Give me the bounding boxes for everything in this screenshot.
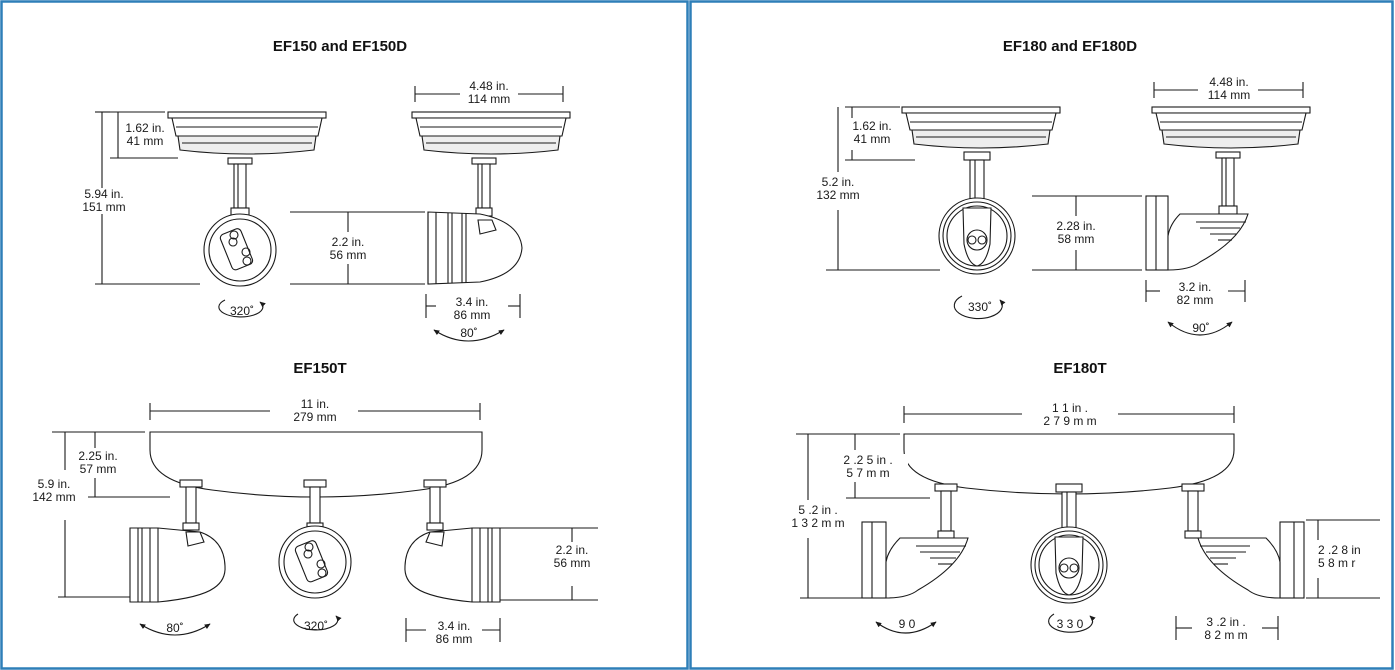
ef180-width-label: 4.48 in.114 mm bbox=[1207, 75, 1251, 102]
ef180t-canopy-dim bbox=[796, 433, 930, 499]
ef150t-rotation-center-label: 320˚ bbox=[303, 619, 329, 633]
ef180t-height-label: 5 .2 in .1 3 2 m m bbox=[780, 504, 856, 530]
ef150t-head-dim bbox=[500, 527, 598, 601]
ef180t-rotation-left-label: 9 0 bbox=[898, 617, 916, 631]
left-bottom-title: EF150T bbox=[293, 360, 347, 377]
ef180t-width-label: 1 1 in .2 7 9 m m bbox=[1043, 401, 1097, 428]
ef180-depth-label: 3.2 in.82 mm bbox=[1176, 280, 1214, 307]
ef150-front-view bbox=[167, 111, 327, 287]
ef150t-height-dim bbox=[58, 432, 130, 598]
ef180t-rotation-330 bbox=[1048, 613, 1096, 633]
ef150-rotation-80 bbox=[433, 329, 505, 342]
ef150t-depth-dim bbox=[405, 618, 501, 642]
ef150t-width-label: 11 in.279 mm bbox=[293, 397, 337, 424]
ef180t-head-dim bbox=[1306, 519, 1380, 599]
ef150-rotation-320 bbox=[218, 299, 266, 318]
ef150-canopy-label: 1.62 in.41 mm bbox=[125, 121, 165, 148]
ef150-height-label: 5.94 in.151 mm bbox=[74, 188, 134, 214]
ef180-head-label: 2.28 in.58 mm bbox=[1046, 220, 1106, 246]
ef150-side-view bbox=[411, 111, 571, 285]
ef180t-rotation-center-label: 3 3 0 bbox=[1056, 617, 1084, 631]
ef180-front-view bbox=[901, 106, 1061, 275]
ef150-head-label: 2.2 in.56 mm bbox=[322, 236, 374, 262]
ef150t-width-dim bbox=[149, 403, 481, 420]
ef150t-rotation-320 bbox=[293, 613, 342, 631]
panel-left-border bbox=[0, 0, 689, 670]
ef150t-canopy-dim bbox=[52, 431, 170, 498]
ef180-width-dim bbox=[1153, 82, 1304, 98]
ef180t-width-dim bbox=[903, 406, 1235, 423]
ef180-height-label: 5.2 in.132 mm bbox=[808, 176, 868, 202]
ef180t-track-view bbox=[861, 433, 1305, 604]
ef150t-head-label: 2.2 in.56 mm bbox=[544, 544, 600, 570]
ef150t-depth-label: 3.4 in.86 mm bbox=[435, 619, 473, 646]
ef150-width-label: 4.48 in.114 mm bbox=[467, 79, 511, 106]
ef180t-height-dim bbox=[800, 434, 862, 599]
ef180t-rotation-90 bbox=[875, 621, 937, 634]
right-top-title: EF180 and EF180D bbox=[1002, 38, 1138, 55]
ef180-rotation-side-label: 90˚ bbox=[1192, 321, 1210, 335]
ef150t-canopy-label: 2.25 in.57 mm bbox=[70, 450, 126, 476]
right-bottom-title: EF180T bbox=[1053, 360, 1107, 377]
ef180-rotation-front-label: 330˚ bbox=[967, 300, 993, 314]
ef150-depth-dim bbox=[425, 294, 521, 318]
ef150-rotation-front-label: 320˚ bbox=[229, 304, 255, 318]
ef150-canopy-dim bbox=[110, 111, 178, 159]
ef150-width-dim bbox=[414, 86, 564, 102]
ef180-canopy-label: 1.62 in.41 mm bbox=[844, 120, 900, 146]
ef180-depth-dim bbox=[1145, 280, 1246, 302]
ef180-canopy-dim bbox=[845, 106, 915, 161]
ef150-rotation-side-label: 80˚ bbox=[460, 326, 478, 340]
ef150t-track-view bbox=[129, 431, 501, 603]
ef150t-rotation-left-label: 80˚ bbox=[166, 621, 184, 635]
ef150t-rotation-80 bbox=[139, 623, 211, 636]
ef150t-height-label: 5.9 in.142 mm bbox=[28, 478, 80, 504]
ef180-rotation-330 bbox=[953, 295, 1006, 320]
ef180-height-dim bbox=[826, 107, 940, 271]
ef180-side-view bbox=[1145, 106, 1311, 271]
left-top-title: EF150 and EF150D bbox=[272, 38, 408, 55]
ef180-head-dim bbox=[1032, 195, 1142, 271]
panel-right-border bbox=[689, 0, 1394, 670]
ef180t-canopy-label: 2 .2 5 in .5 7 m m bbox=[828, 454, 908, 480]
ef180-rotation-90 bbox=[1167, 321, 1233, 336]
ef180t-depth-dim bbox=[1175, 616, 1279, 640]
ef180t-depth-label: 3 .2 in .8 2 m m bbox=[1204, 615, 1248, 642]
ef150-depth-label: 3.4 in.86 mm bbox=[453, 295, 491, 322]
ef150-head-dim bbox=[290, 211, 425, 285]
